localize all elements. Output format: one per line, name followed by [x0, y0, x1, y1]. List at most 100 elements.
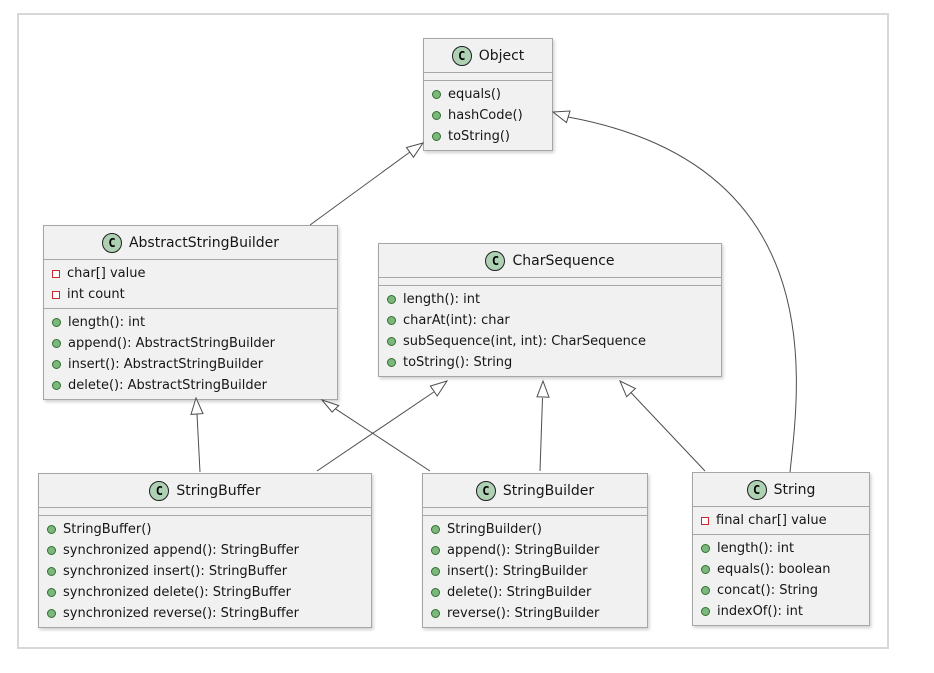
class-name: Object [478, 48, 525, 64]
method-label: indexOf(): int [717, 604, 803, 619]
class-box-stringbuilder: C StringBuilder StringBuilder() append()… [422, 473, 648, 628]
method-label: charAt(int): char [403, 313, 510, 328]
class-method: delete(): AbstractStringBuilder [52, 375, 329, 396]
class-method: subSequence(int, int): CharSequence [387, 331, 713, 352]
public-method-icon [431, 525, 440, 534]
class-header-object: C Object [424, 39, 552, 73]
public-method-icon [52, 339, 61, 348]
method-label: subSequence(int, int): CharSequence [403, 334, 646, 349]
fields-compartment [379, 278, 721, 286]
method-label: append(): StringBuilder [447, 543, 600, 558]
class-name: CharSequence [512, 253, 615, 269]
class-header-abstractstringbuilder: C AbstractStringBuilder [44, 226, 337, 260]
method-label: toString(): String [403, 355, 513, 370]
public-method-icon [432, 90, 441, 99]
class-icon: C [475, 481, 496, 501]
method-label: length(): int [68, 315, 146, 330]
class-method: append(): StringBuilder [431, 540, 639, 561]
class-header-string: C String [693, 473, 869, 507]
method-label: equals() [448, 87, 501, 102]
class-field: final char[] value [701, 510, 861, 531]
class-method: equals() [432, 84, 544, 105]
method-label: insert(): AbstractStringBuilder [68, 357, 264, 372]
class-box-stringbuffer: C StringBuffer StringBuffer() synchroniz… [38, 473, 372, 628]
class-field: int count [52, 284, 329, 305]
public-method-icon [387, 295, 396, 304]
method-label: hashCode() [448, 108, 523, 123]
fields-compartment [424, 73, 552, 81]
methods-compartment: length(): int append(): AbstractStringBu… [44, 309, 337, 399]
class-box-string: C String final char[] value length(): in… [692, 472, 870, 626]
class-method: charAt(int): char [387, 310, 713, 331]
class-method: insert(): StringBuilder [431, 561, 639, 582]
class-header-charsequence: C CharSequence [379, 244, 721, 278]
public-method-icon [387, 337, 396, 346]
method-label: synchronized append(): StringBuffer [63, 543, 300, 558]
field-label: final char[] value [716, 513, 827, 528]
class-name: AbstractStringBuilder [128, 235, 280, 251]
class-method: concat(): String [701, 580, 861, 601]
method-label: synchronized insert(): StringBuffer [63, 564, 288, 579]
class-name: StringBuffer [176, 483, 261, 499]
class-method: length(): int [52, 312, 329, 333]
public-method-icon [701, 565, 710, 574]
class-icon: C [101, 233, 122, 253]
field-label: char[] value [67, 266, 146, 281]
public-method-icon [431, 588, 440, 597]
methods-compartment: StringBuilder() append(): StringBuilder … [423, 516, 647, 627]
class-name: String [773, 482, 816, 498]
class-method: reverse(): StringBuilder [431, 603, 639, 624]
class-method: delete(): StringBuilder [431, 582, 639, 603]
public-method-icon [431, 609, 440, 618]
class-box-abstractstringbuilder: C AbstractStringBuilder char[] value int… [43, 225, 338, 400]
public-method-icon [701, 607, 710, 616]
methods-compartment: equals() hashCode() toString() [424, 81, 552, 150]
class-method: StringBuilder() [431, 519, 639, 540]
class-method: toString() [432, 126, 544, 147]
class-field: char[] value [52, 263, 329, 284]
method-label: equals(): boolean [717, 562, 831, 577]
public-method-icon [52, 381, 61, 390]
method-label: append(): AbstractStringBuilder [68, 336, 275, 351]
class-method: toString(): String [387, 352, 713, 373]
class-method: StringBuffer() [47, 519, 363, 540]
method-label: reverse(): StringBuilder [447, 606, 600, 621]
class-method: equals(): boolean [701, 559, 861, 580]
method-label: length(): int [717, 541, 795, 556]
public-method-icon [52, 360, 61, 369]
class-box-charsequence: C CharSequence length(): int charAt(int)… [378, 243, 722, 377]
class-icon: C [451, 46, 472, 66]
class-icon: C [149, 481, 170, 501]
class-method: synchronized delete(): StringBuffer [47, 582, 363, 603]
class-icon: C [746, 480, 767, 500]
class-name: StringBuilder [502, 483, 595, 499]
public-method-icon [432, 111, 441, 120]
class-box-object: C Object equals() hashCode() toString() [423, 38, 553, 151]
method-label: toString() [448, 129, 510, 144]
public-method-icon [47, 525, 56, 534]
public-method-icon [47, 546, 56, 555]
fields-compartment: char[] value int count [44, 260, 337, 309]
method-label: insert(): StringBuilder [447, 564, 588, 579]
fields-compartment [423, 508, 647, 516]
method-label: synchronized reverse(): StringBuffer [63, 606, 299, 621]
class-method: hashCode() [432, 105, 544, 126]
field-label: int count [67, 287, 125, 302]
public-method-icon [701, 544, 710, 553]
methods-compartment: length(): int charAt(int): char subSeque… [379, 286, 721, 376]
method-label: delete(): AbstractStringBuilder [68, 378, 267, 393]
class-icon: C [485, 251, 506, 271]
fields-compartment: final char[] value [693, 507, 869, 535]
public-method-icon [701, 586, 710, 595]
method-label: delete(): StringBuilder [447, 585, 592, 600]
class-header-stringbuffer: C StringBuffer [39, 474, 371, 508]
class-method: length(): int [387, 289, 713, 310]
class-header-stringbuilder: C StringBuilder [423, 474, 647, 508]
public-method-icon [47, 567, 56, 576]
private-field-icon [52, 290, 60, 299]
class-method: synchronized insert(): StringBuffer [47, 561, 363, 582]
method-label: concat(): String [717, 583, 819, 598]
class-method: synchronized reverse(): StringBuffer [47, 603, 363, 624]
method-label: length(): int [403, 292, 481, 307]
private-field-icon [52, 269, 60, 278]
